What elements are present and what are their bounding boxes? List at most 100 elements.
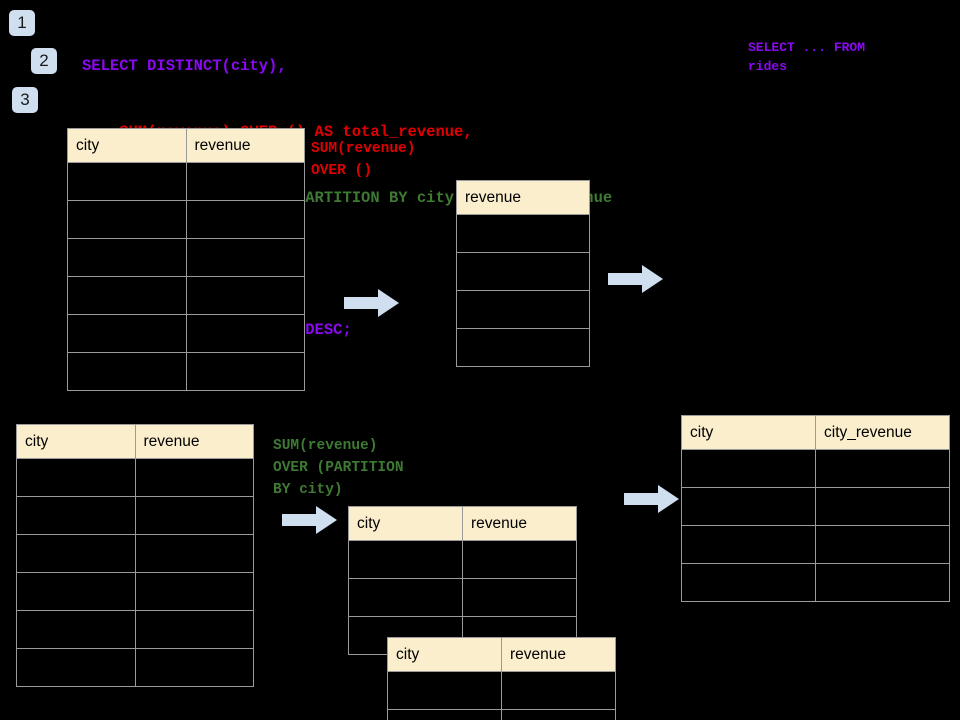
cell-city (67, 276, 187, 315)
sql-line-select: SELECT DISTINCT(city), (82, 57, 287, 75)
table-total-revenue: revenue (456, 180, 590, 367)
table-row (67, 162, 305, 201)
table-source-bottom: city revenue (16, 424, 254, 687)
table-row (67, 276, 305, 315)
cell-city-revenue (815, 487, 950, 526)
annotation-sum-over-partition: SUM(revenue) OVER (PARTITION BY city) (273, 438, 404, 498)
column-header-revenue: revenue (501, 637, 616, 672)
table-row (456, 252, 590, 291)
cell-city (681, 525, 816, 564)
column-header-city: city (681, 415, 816, 450)
cell-revenue (456, 328, 590, 367)
table-header-row: city city_revenue (681, 415, 950, 450)
table-source-top: city revenue (67, 128, 305, 391)
cell-city (16, 572, 136, 611)
cell-revenue (456, 290, 590, 329)
arrow-partition-to-result-icon (624, 485, 679, 513)
cell-revenue (501, 709, 616, 720)
table-row (681, 487, 950, 526)
table-row (16, 534, 254, 573)
table-row (681, 525, 950, 564)
column-header-revenue: revenue (134, 424, 254, 459)
cell-city (348, 540, 463, 579)
cell-revenue (134, 648, 254, 687)
cell-city (16, 610, 136, 649)
arrow-source-to-total-icon (344, 289, 399, 317)
cell-revenue (185, 238, 305, 277)
cell-city (348, 578, 463, 617)
select-from-rides-note: SELECT ... FROM rides (748, 40, 866, 74)
step-badge-2: 2 (31, 48, 57, 74)
cell-revenue (134, 534, 254, 573)
cell-revenue (134, 458, 254, 497)
cell-city-revenue (815, 525, 950, 564)
table-row (16, 648, 254, 687)
cell-revenue (185, 162, 305, 201)
cell-city (387, 671, 502, 710)
cell-revenue (462, 578, 577, 617)
column-header-revenue: revenue (456, 180, 590, 215)
cell-city (67, 238, 187, 277)
table-row (16, 572, 254, 611)
annotation-sum-over-empty: SUM(revenue) OVER () (311, 141, 416, 179)
cell-city (16, 648, 136, 687)
table-row (348, 578, 577, 617)
cell-revenue (185, 200, 305, 239)
cell-city-revenue (815, 449, 950, 488)
table-header-row: city revenue (387, 637, 616, 672)
arrow-total-to-result-icon (608, 265, 663, 293)
cell-city-revenue (815, 563, 950, 602)
cell-revenue (501, 671, 616, 710)
cell-city (387, 709, 502, 720)
table-row (67, 352, 305, 391)
cell-revenue (456, 252, 590, 291)
column-header-revenue: revenue (462, 506, 577, 541)
cell-revenue (185, 352, 305, 391)
table-row (456, 214, 590, 253)
cell-revenue (134, 610, 254, 649)
column-header-city-revenue: city_revenue (815, 415, 950, 450)
table-row (456, 290, 590, 329)
cell-city (67, 200, 187, 239)
table-row (67, 314, 305, 353)
step-badge-1: 1 (9, 10, 35, 36)
table-row (16, 610, 254, 649)
cell-city (16, 496, 136, 535)
cell-city (67, 352, 187, 391)
cell-revenue (185, 276, 305, 315)
table-header-row: revenue (456, 180, 590, 215)
column-header-city: city (67, 128, 187, 163)
table-header-row: city revenue (348, 506, 577, 541)
table-partition-a: city revenue (348, 506, 577, 655)
table-partition-b: city revenue (387, 637, 616, 720)
cell-city (67, 162, 187, 201)
cell-revenue (456, 214, 590, 253)
cell-revenue (134, 496, 254, 535)
table-row (681, 563, 950, 602)
cell-city (67, 314, 187, 353)
cell-city (681, 487, 816, 526)
table-row (16, 496, 254, 535)
table-header-row: city revenue (67, 128, 305, 163)
cell-city (16, 534, 136, 573)
cell-revenue (185, 314, 305, 353)
table-row (387, 709, 616, 720)
table-result: city city_revenue (681, 415, 950, 602)
cell-revenue (462, 540, 577, 579)
step-badge-3: 3 (12, 87, 38, 113)
table-row (681, 449, 950, 488)
cell-city (681, 563, 816, 602)
table-row (348, 540, 577, 579)
table-row (456, 328, 590, 367)
column-header-city: city (348, 506, 463, 541)
table-row (67, 200, 305, 239)
column-header-city: city (387, 637, 502, 672)
table-header-row: city revenue (16, 424, 254, 459)
column-header-revenue: revenue (185, 128, 305, 163)
column-header-city: city (16, 424, 136, 459)
cell-city (16, 458, 136, 497)
table-row (16, 458, 254, 497)
cell-revenue (134, 572, 254, 611)
table-row (387, 671, 616, 710)
